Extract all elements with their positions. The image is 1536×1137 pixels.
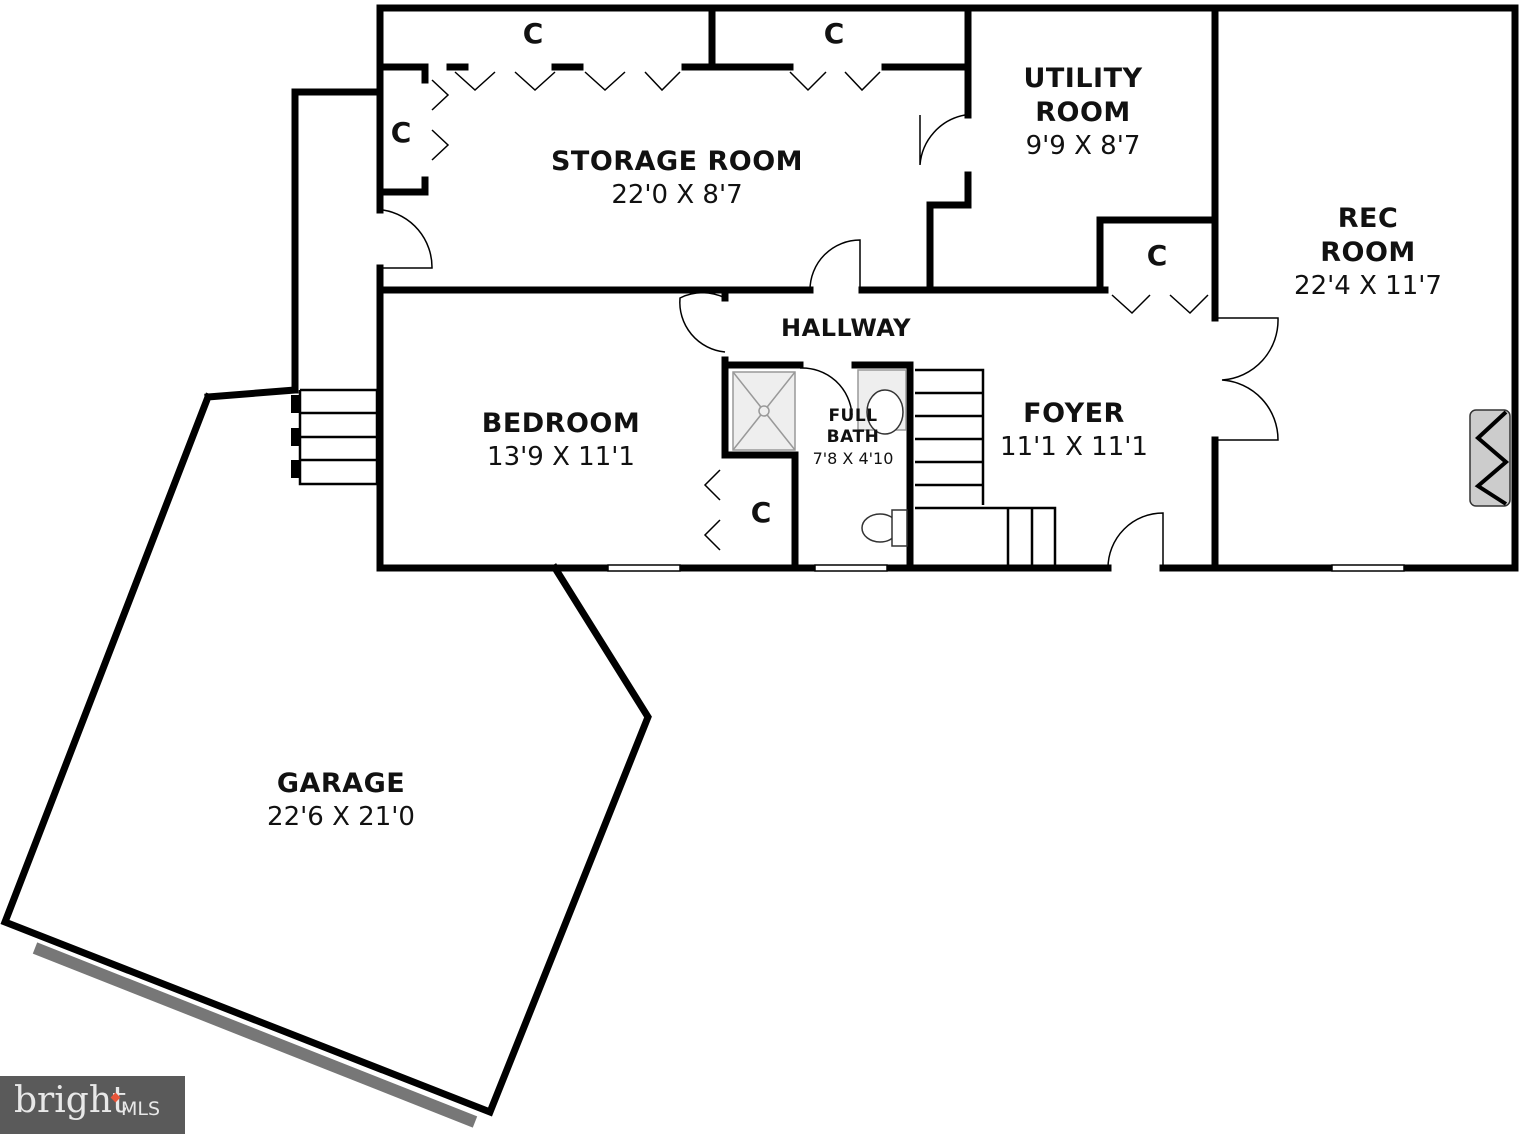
closet-label: C [1146,239,1168,272]
door [382,209,433,269]
door [679,291,726,353]
bright-mls-logo: bright MLS [0,1076,185,1134]
closet-label: C [750,496,772,529]
closet-label: C [522,17,544,50]
closet-label: C [823,17,845,50]
door [1107,512,1164,569]
door [799,367,853,416]
hallway-label: HALLWAY [781,314,911,342]
bifold-doors [431,71,1209,551]
garage-shadow [32,942,478,1128]
closet-label: C [390,116,412,149]
door [919,114,966,166]
wall-top [376,4,1519,572]
garage-walls [0,386,652,1117]
door [1218,317,1279,441]
door [809,239,861,291]
interior-stairs [915,368,1057,565]
exterior-stairs [298,388,379,486]
